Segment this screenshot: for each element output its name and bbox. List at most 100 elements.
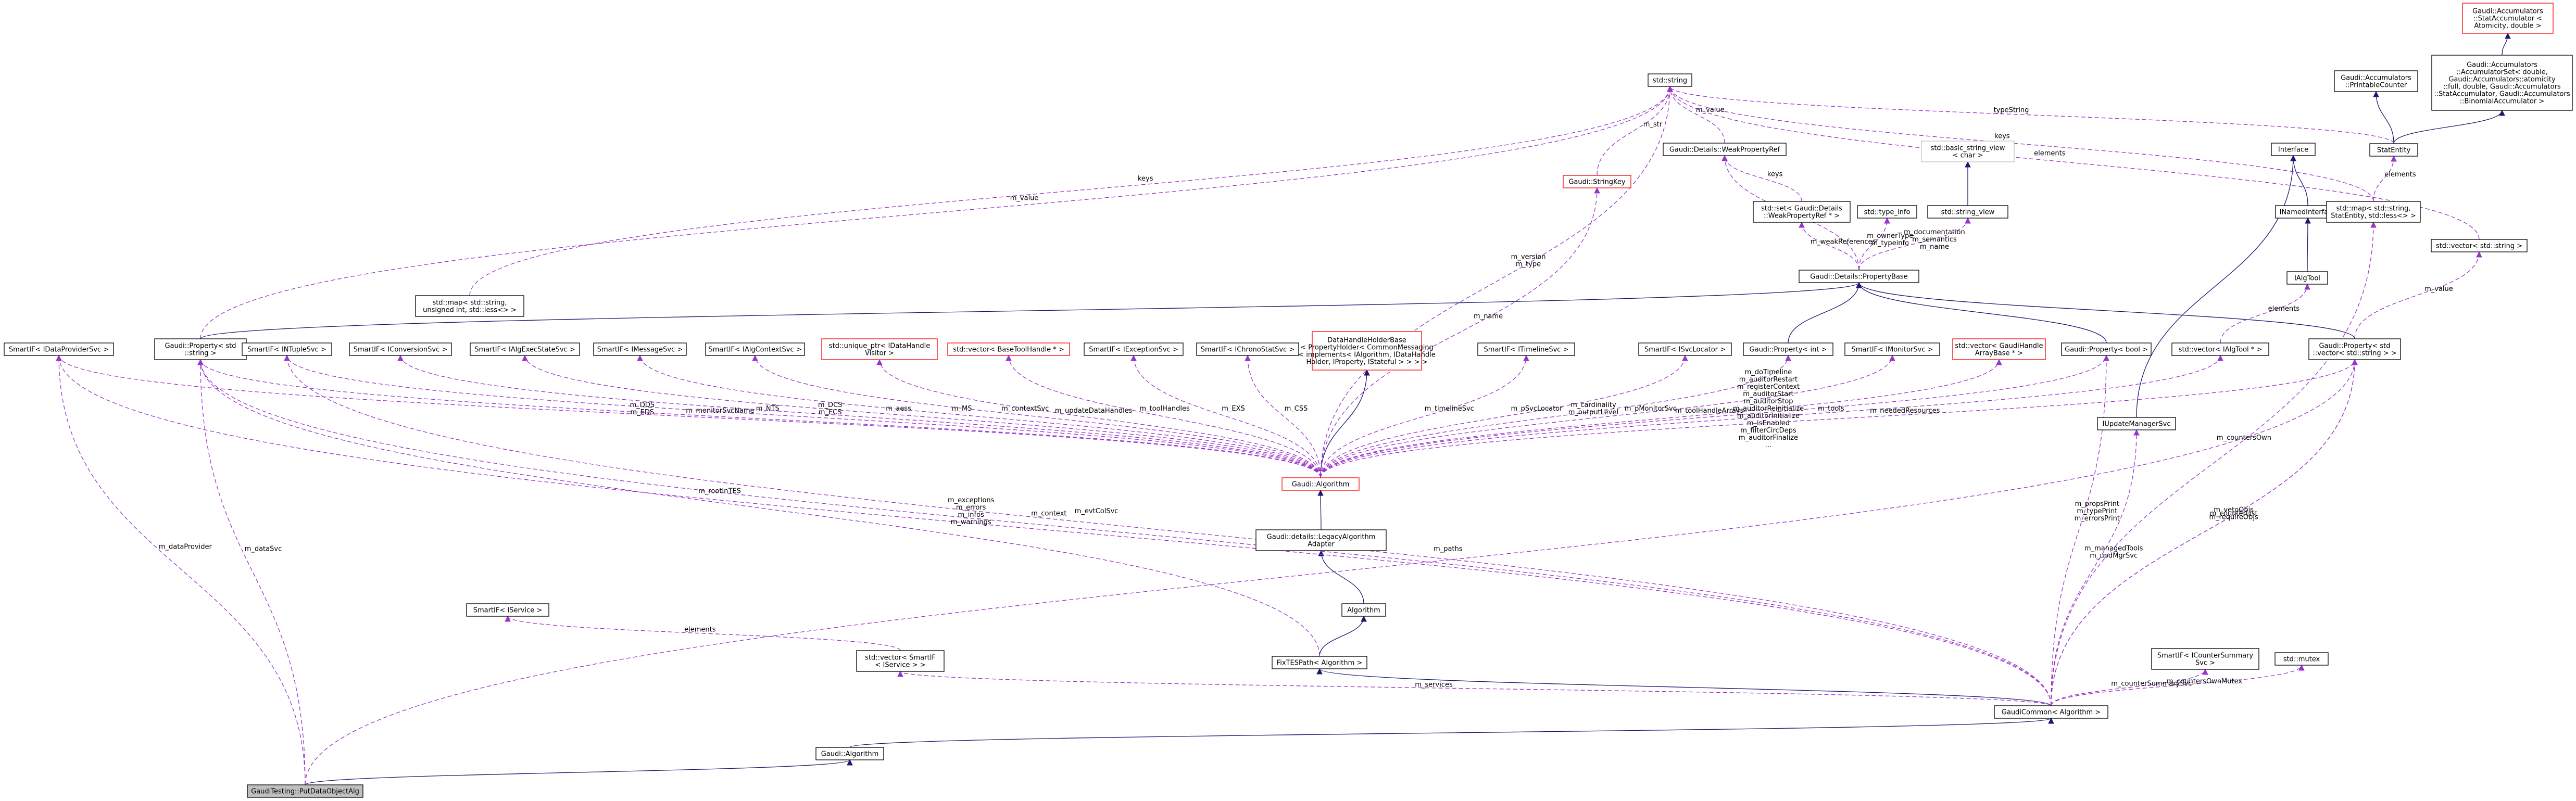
class-node-putdata[interactable]: GaudiTesting::PutDataObjectAlg — [247, 784, 363, 798]
edge-label: m_auditorRestart — [1739, 376, 1798, 384]
class-node-accum_stat[interactable]: Gaudi::Accumulators::StatAccumulator <At… — [2462, 3, 2554, 34]
class-name-line: SmartIF< IConversionSvc > — [354, 346, 448, 354]
class-node-sp_msg[interactable]: SmartIF< IMessageSvc > — [593, 342, 687, 356]
class-name-line: FixTESPath< Algorithm > — [1277, 659, 1363, 667]
class-node-weakprop[interactable]: Gaudi::Details::WeakPropertyRef — [1663, 143, 1787, 156]
class-node-set_weak[interactable]: std::set< Gaudi::Details::WeakPropertyRe… — [1753, 201, 1851, 223]
edge-label: m_updMgrSvc — [2090, 552, 2138, 560]
class-node-printable[interactable]: Gaudi::Accumulators::PrintableCounter — [2334, 70, 2418, 92]
class-node-gcommon[interactable]: GaudiCommon< Algorithm > — [1994, 705, 2108, 719]
class-node-sp_ntuple[interactable]: SmartIF< INTupleSvc > — [242, 342, 332, 356]
class-node-interface[interactable]: Interface — [2271, 143, 2316, 156]
class-node-accum_big[interactable]: Gaudi::Accumulators::AccumulatorSet< dou… — [2431, 55, 2573, 111]
edge-line — [2502, 32, 2511, 56]
class-node-typeinfo[interactable]: std::type_info — [1857, 205, 1917, 219]
class-box — [2286, 271, 2328, 285]
class-node-stringkey[interactable]: Gaudi::StringKey — [1563, 175, 1631, 188]
edge-label: m_cardinality — [1570, 401, 1616, 409]
class-node-prop_int[interactable]: Gaudi::Property< int > — [1743, 342, 1833, 356]
edge-label: m_requireObjs — [2209, 513, 2258, 521]
edge-propbase-to-set_weak: m_weakReferences — [1799, 221, 1876, 271]
class-name-line: Gaudi::StringKey — [1568, 179, 1626, 186]
class-node-basicstr[interactable]: std::basic_string_view< char > — [1921, 141, 2015, 162]
class-node-ialgtool[interactable]: IAlgTool — [2286, 271, 2328, 285]
edge-galgorithm-to-dhholder — [1320, 369, 1370, 478]
class-node-vec_string[interactable]: std::vector< std::string > — [2431, 239, 2528, 252]
edge-galgorithm-to-sp_msg: m_MS — [637, 354, 1321, 478]
edge-label: m_pSvcLocator — [1511, 405, 1563, 413]
edge-line — [1006, 354, 1321, 478]
edge-label: m_MS — [952, 405, 972, 413]
edge-line — [1320, 187, 1600, 478]
class-name-line: IAlgTool — [2294, 275, 2320, 283]
class-node-sp_algctx[interactable]: SmartIF< IAlgContextSvc > — [705, 342, 805, 356]
class-node-stdmutex[interactable]: std::mutex — [2275, 652, 2329, 666]
class-name-line: Gaudi::Details::PropertyBase — [1810, 273, 1907, 281]
class-node-galgo[interactable]: Gaudi::Algorithm — [815, 747, 884, 760]
class-node-vec_basetool[interactable]: std::vector< BaseToolHandle * > — [947, 342, 1070, 356]
edge-label: m_aess — [886, 405, 911, 413]
edge-label: keys — [1138, 175, 1153, 183]
class-node-galgorithm[interactable]: Gaudi::Algorithm — [1281, 477, 1360, 491]
class-node-vec_ialgtool[interactable]: std::vector< IAlgTool * > — [2171, 342, 2269, 356]
class-node-prop_vecstr[interactable]: Gaudi::Property< std::vector< std::strin… — [2308, 338, 2401, 360]
class-node-sp_conv[interactable]: SmartIF< IConversionSvc > — [349, 342, 452, 356]
class-node-statentity[interactable]: StatEntity — [2369, 143, 2418, 157]
edge-line — [637, 354, 1321, 478]
edge-vec_sp_iservice-to-sp_iservice: elements — [505, 615, 901, 651]
edge-line — [2051, 664, 2305, 706]
edge-galgorithm-to-prop_string: m_monitorSvcName — [197, 359, 1321, 478]
class-name-line: Gaudi::Property< std — [165, 342, 236, 350]
class-node-algorithm[interactable]: Algorithm — [1341, 603, 1386, 617]
class-node-dhholder[interactable]: DataHandleHolderBase< PropertyHolder< Co… — [1298, 331, 1436, 371]
edge-label: m_outputLevel — [1568, 409, 1618, 416]
edge-line — [1130, 354, 1321, 478]
edge-label: m_typePrint — [2077, 507, 2117, 515]
edge-line — [1721, 155, 1859, 271]
class-box — [856, 650, 945, 672]
edge-gcommon-to-sp_ntuple: m_evtColSvc — [284, 354, 2052, 706]
class-node-strview[interactable]: std::string_view — [1927, 205, 2008, 219]
class-node-stdstring[interactable]: std::string — [1648, 73, 1692, 87]
class-node-map_statentity[interactable]: std::map< std::string,StatEntity, std::l… — [2326, 201, 2421, 223]
class-node-sp_svcloc[interactable]: SmartIF< ISvcLocator > — [1638, 342, 1732, 356]
edge-line — [1320, 369, 1370, 478]
class-node-tupdmgr[interactable]: IUpdateManagerSvc — [2097, 417, 2176, 430]
edge-line — [200, 85, 1673, 339]
class-node-sp_chrono[interactable]: SmartIF< IChronoStatSvc > — [1196, 342, 1299, 356]
class-node-fixtes[interactable]: FixTESPath< Algorithm > — [1272, 656, 1367, 669]
class-box — [247, 784, 363, 798]
class-name-line: SmartIF< IAlgContextSvc > — [708, 346, 801, 354]
edge-gcommon-to-prop_string: m_context — [197, 359, 2052, 706]
class-box — [1477, 342, 1575, 356]
class-node-vec_sp_iservice[interactable]: std::vector< SmartIF< IService > > — [856, 650, 945, 672]
class-node-sp_timeline[interactable]: SmartIF< ITimelineSvc > — [1477, 342, 1575, 356]
edge-label: m_monitorSvcName — [686, 407, 754, 415]
class-name-line: Gaudi::Accumulators — [2467, 61, 2537, 69]
class-box — [1743, 342, 1833, 356]
edge-label: m_neededResources — [1870, 407, 1940, 415]
class-node-sp_dataprov[interactable]: SmartIF< IDataProviderSvc > — [4, 342, 114, 356]
edge-line — [2393, 109, 2505, 144]
class-node-prop_bool[interactable]: Gaudi::Property< bool > — [2061, 342, 2152, 356]
class-node-map_str_str[interactable]: std::map< std::string,unsigned int, std:… — [415, 295, 524, 317]
class-name-line: ::vector< std::string > > — [2313, 350, 2396, 358]
class-node-sp_algexec[interactable]: SmartIF< IAlgExecStateSvc > — [470, 342, 580, 356]
edge-line — [1320, 359, 2002, 478]
class-node-propbase[interactable]: Gaudi::Details::PropertyBase — [1799, 270, 1919, 283]
class-node-sp_iservice[interactable]: SmartIF< IService > — [466, 603, 549, 617]
class-node-sp_exc[interactable]: SmartIF< IExceptionSvc > — [1084, 342, 1184, 356]
class-box — [1994, 705, 2108, 719]
edge-putdata-to-galgo — [305, 759, 853, 785]
class-box — [1255, 529, 1387, 551]
class-node-sp_monitor[interactable]: SmartIF< IMonitorSvc > — [1844, 342, 1940, 356]
edge-label: m_auditorReinitialize — [1733, 405, 1804, 413]
class-node-prop_string[interactable]: Gaudi::Property< std::string > — [154, 338, 247, 360]
